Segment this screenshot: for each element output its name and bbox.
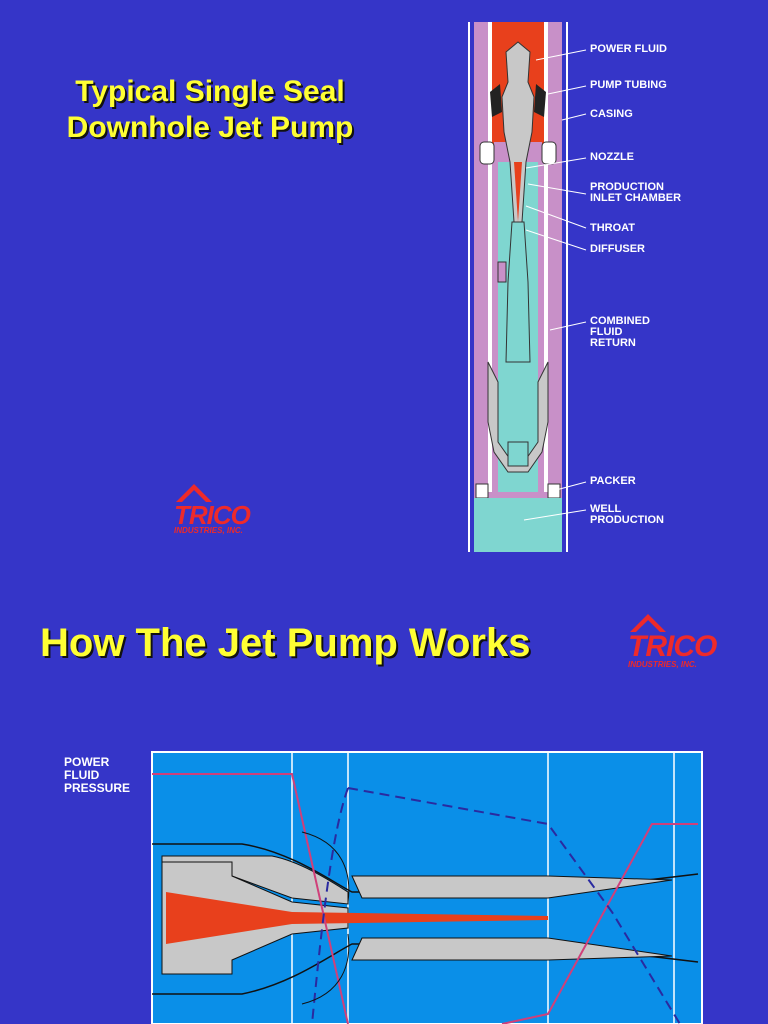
- power-fluid-jet: [166, 892, 548, 944]
- callout-combined-fluid-return: COMBINED FLUID RETURN: [590, 315, 650, 349]
- logo-roof-icon: [176, 484, 212, 502]
- callout-leader-lines: [523, 49, 587, 521]
- power-fluid-pressure-line: [152, 773, 349, 1024]
- trico-logo: TRICO INDUSTRIES, INC.: [166, 482, 266, 538]
- nozzle-jet: [514, 162, 522, 222]
- nozzle-body-upper: [161, 855, 349, 905]
- jet-pump-flow-diagram: [151, 751, 703, 1024]
- trico-logo: TRICO INDUSTRIES, INC.: [620, 612, 730, 672]
- pump-tubing-wall-left: [488, 22, 492, 492]
- callout-production-inlet-chamber: PRODUCTION INLET CHAMBER: [590, 181, 682, 204]
- power-fluid-pressure-label: POWER FLUID PRESSURE: [64, 755, 131, 795]
- logo-subtitle: INDUSTRIES, INC.: [628, 660, 697, 669]
- callout-throat: THROAT: [590, 222, 636, 234]
- callout-nozzle: NOZZLE: [590, 151, 634, 163]
- lower-body: [487, 361, 549, 473]
- callout-power-fluid: POWER FLUID: [590, 43, 667, 55]
- throat-wall-upper: [351, 875, 673, 899]
- callout-casing: CASING: [590, 108, 633, 120]
- upper-collar-left: [479, 141, 495, 165]
- logo-subtitle: INDUSTRIES, INC.: [174, 526, 243, 535]
- callout-pump-tubing: PUMP TUBING: [590, 79, 667, 91]
- logo-wordmark: TRICO: [628, 630, 717, 663]
- housing-outline-bottom: [152, 943, 699, 995]
- seal-right: [534, 84, 546, 117]
- suction-curve-upper: [301, 831, 350, 903]
- callout-diffuser: DIFFUSER: [590, 243, 645, 255]
- callout-packer: PACKER: [590, 475, 636, 487]
- logo-roof-icon: [630, 614, 666, 632]
- seal-left: [490, 84, 502, 117]
- velocity-dashed-curve: [347, 787, 681, 1024]
- throat-wall-lower: [351, 937, 673, 961]
- jet-pump-cross-section: [468, 22, 568, 552]
- side-port: [497, 261, 507, 283]
- slide1-title-line1: Typical Single Seal: [75, 75, 345, 108]
- velocity-dashed-curve-entry: [311, 787, 349, 1024]
- logo-wordmark: TRICO: [174, 500, 251, 530]
- check-valve: [507, 441, 529, 467]
- slide-jet-pump-diagram: Typical Single Seal Downhole Jet Pump: [30, 22, 682, 552]
- slide-how-it-works: How The Jet Pump Works TRICO INDUSTRIES,…: [0, 580, 768, 1024]
- discharge-pressure-line: [501, 823, 698, 1024]
- callout-well-production: WELL PRODUCTION: [590, 503, 664, 526]
- suction-curve-lower: [301, 933, 350, 1005]
- throat-diffuser: [505, 221, 531, 363]
- slide1-title: Typical Single Seal Downhole Jet Pump: [30, 74, 390, 146]
- well-production-fluid: [474, 498, 562, 552]
- pump-tubing-wall-right: [544, 22, 548, 492]
- slide1-title-line2: Downhole Jet Pump: [66, 111, 354, 144]
- nozzle-body: [501, 41, 535, 223]
- slide2-title: How The Jet Pump Works: [40, 621, 531, 665]
